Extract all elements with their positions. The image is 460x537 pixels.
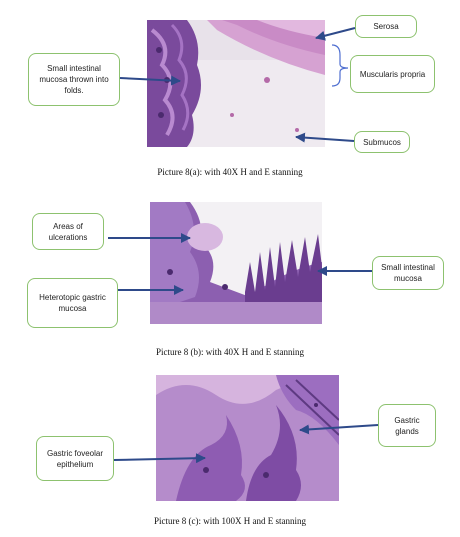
caption-b: Picture 8 (b): with 40X H and E stanning: [156, 347, 304, 357]
label-muscularis-propria: Muscularis propria: [350, 55, 435, 93]
label-heterotopic-gastric-mucosa: Heterotopic gastric mucosa: [27, 278, 118, 328]
label-small-intestinal-mucosa: Small intestinal mucosa: [372, 256, 444, 290]
label-gastric-foveolar-epithelium: Gastric foveolar epithelium: [36, 436, 114, 481]
label-submucosa: Submucos: [354, 131, 410, 153]
label-small-intestinal-mucosa-folds: Small intestinal mucosa thrown into fold…: [28, 53, 120, 106]
histology-image-a: [147, 20, 325, 147]
label-serosa: Serosa: [355, 15, 417, 38]
caption-c: Picture 8 (c): with 100X H and E stannin…: [154, 516, 306, 526]
histology-image-b: [150, 202, 322, 324]
histology-image-c: [156, 375, 339, 501]
label-areas-of-ulcerations: Areas of ulcerations: [32, 213, 104, 250]
label-gastric-glands: Gastric glands: [378, 404, 436, 447]
muscularis-bracket: [331, 44, 349, 87]
caption-a: Picture 8(a): with 40X H and E stanning: [157, 167, 303, 177]
